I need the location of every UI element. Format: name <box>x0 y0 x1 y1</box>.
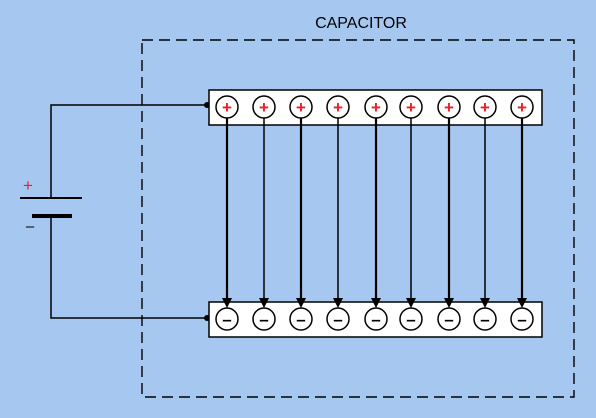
positive-charge: + <box>510 95 534 119</box>
circuit-wires <box>50 104 207 319</box>
negative-charge-label: – <box>333 310 342 329</box>
negative-charge-label: – <box>444 310 453 329</box>
battery-minus-label: – <box>26 218 35 235</box>
positive-charge: + <box>437 95 461 119</box>
negative-charge-label: – <box>296 310 305 329</box>
negative-charge: – <box>252 307 276 331</box>
positive-charge-label: + <box>444 98 454 117</box>
electric-field-lines <box>222 118 527 308</box>
field-line <box>444 118 454 308</box>
negative-charge: – <box>289 307 313 331</box>
positive-charge-label: + <box>371 98 381 117</box>
positive-charge: + <box>399 95 423 119</box>
positive-charge: + <box>215 95 239 119</box>
field-line <box>406 118 416 308</box>
battery: + – <box>20 176 82 235</box>
positive-charge: + <box>289 95 313 119</box>
negative-charge: – <box>364 307 388 331</box>
negative-charge: – <box>437 307 461 331</box>
positive-charge-label: + <box>259 98 269 117</box>
bottom-wire <box>50 216 207 319</box>
negative-charge-label: – <box>517 310 526 329</box>
negative-charges: ––––––––– <box>215 307 534 331</box>
field-line <box>259 118 269 308</box>
positive-charge: + <box>364 95 388 119</box>
field-line <box>517 118 527 308</box>
positive-charge-label: + <box>333 98 343 117</box>
negative-charge: – <box>510 307 534 331</box>
negative-charge: – <box>399 307 423 331</box>
field-line <box>222 118 232 308</box>
negative-charge-label: – <box>259 310 268 329</box>
positive-charge-label: + <box>480 98 490 117</box>
negative-charge-label: – <box>222 310 231 329</box>
positive-charges: + + + + + + + + + <box>215 95 534 119</box>
positive-charge: + <box>473 95 497 119</box>
negative-charge-label: – <box>406 310 415 329</box>
field-line <box>371 118 381 308</box>
field-line <box>333 118 343 308</box>
negative-charge: – <box>215 307 239 331</box>
negative-charge: – <box>473 307 497 331</box>
positive-charge-label: + <box>406 98 416 117</box>
negative-charge-label: – <box>480 310 489 329</box>
field-line <box>296 118 306 308</box>
positive-charge: + <box>326 95 350 119</box>
positive-charge-label: + <box>296 98 306 117</box>
field-line <box>480 118 490 308</box>
capacitor-boundary <box>141 39 575 398</box>
positive-charge: + <box>252 95 276 119</box>
negative-charge: – <box>326 307 350 331</box>
negative-charge-label: – <box>371 310 380 329</box>
top-wire <box>50 104 207 198</box>
positive-charge-label: + <box>517 98 527 117</box>
capacitor-title: CAPACITOR <box>315 15 407 32</box>
battery-plus-label: + <box>23 176 33 195</box>
positive-charge-label: + <box>222 98 232 117</box>
